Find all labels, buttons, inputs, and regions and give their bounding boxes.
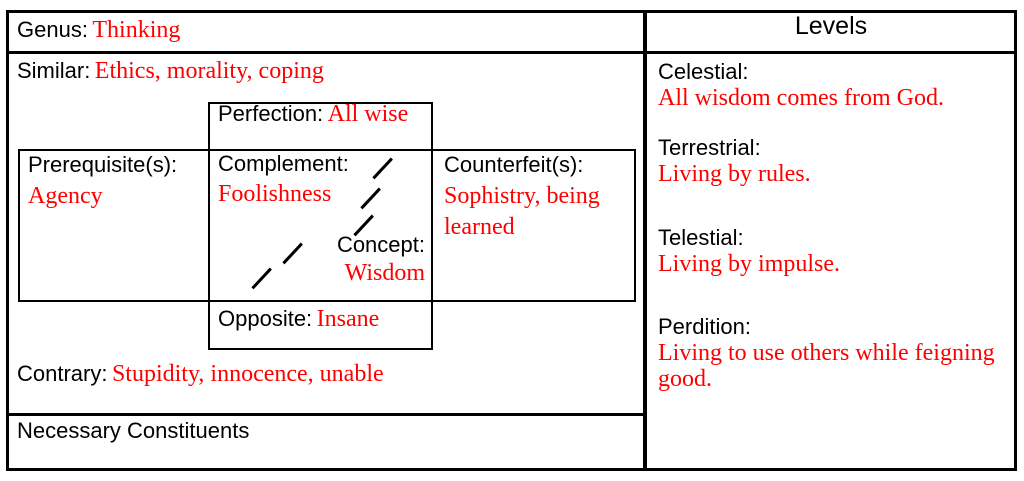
outer-border — [6, 10, 1017, 471]
counterfeits-value: Sophistry, being learned — [444, 183, 600, 240]
level-name: Perdition: — [658, 314, 751, 339]
contrary-label: Contrary: — [17, 361, 108, 386]
genus-label: Genus: — [17, 17, 88, 42]
prerequisites-label: Prerequisite(s): — [28, 152, 178, 177]
concept-value: Wisdom — [344, 260, 425, 286]
prerequisites-value: Agency — [28, 183, 103, 209]
level-entry-perdition: Perdition: Living to use others while fe… — [658, 314, 1012, 392]
complement-value: Foolishness — [218, 181, 332, 207]
counterfeits-cell: Counterfeit(s): Sophistry, being learned — [444, 150, 624, 244]
header-divider-line — [6, 51, 1017, 54]
necessary-constituents-row: Necessary Constituents — [17, 417, 249, 448]
level-name: Celestial: — [658, 59, 749, 84]
level-entry-terrestrial: Terrestrial: Living by rules. — [658, 135, 1012, 187]
counterfeits-label: Counterfeit(s): — [444, 152, 584, 177]
level-name: Telestial: — [658, 225, 744, 250]
complement-label: Complement: — [218, 151, 349, 176]
complement-row: Complement: — [218, 150, 349, 181]
level-description: Living to use others while feigning good… — [658, 340, 995, 392]
levels-title: Levels — [794, 12, 868, 40]
similar-row: Similar: Ethics, morality, coping — [17, 57, 324, 88]
level-name: Terrestrial: — [658, 135, 761, 160]
necessary-constituents-label: Necessary Constituents — [17, 418, 250, 443]
concept-value-row: Wisdom — [218, 259, 425, 290]
contrary-value: Stupidity, innocence, unable — [111, 361, 384, 387]
horizontal-relation-box — [18, 149, 636, 302]
level-description: Living by impulse. — [658, 251, 840, 277]
perfection-label: Perfection: — [218, 101, 324, 126]
complement-value-row: Foolishness — [218, 180, 331, 211]
similar-value: Ethics, morality, coping — [94, 58, 324, 84]
vertical-concept-box — [208, 102, 433, 350]
level-entry-telestial: Telestial: Living by impulse. — [658, 225, 1012, 277]
contrary-row: Contrary: Stupidity, innocence, unable — [17, 360, 384, 391]
concept-row: Concept: — [218, 231, 425, 262]
genus-row: Genus: Thinking — [17, 16, 180, 47]
similar-label: Similar: — [17, 58, 91, 83]
opposite-row: Opposite: Insane — [218, 305, 379, 336]
perfection-value: All wise — [327, 101, 409, 127]
level-description: Living by rules. — [658, 161, 811, 187]
level-description: All wisdom comes from God. — [658, 85, 944, 111]
footer-divider-line — [6, 413, 646, 416]
perfection-row: Perfection: All wise — [218, 100, 408, 131]
concept-label: Concept: — [336, 232, 425, 257]
panel-divider-line — [643, 10, 647, 471]
level-entry-celestial: Celestial: All wisdom comes from God. — [658, 59, 1012, 111]
opposite-label: Opposite: — [218, 306, 313, 331]
opposite-value: Insane — [316, 306, 380, 332]
genus-value: Thinking — [92, 17, 181, 43]
prerequisites-cell: Prerequisite(s): Agency — [28, 151, 196, 213]
